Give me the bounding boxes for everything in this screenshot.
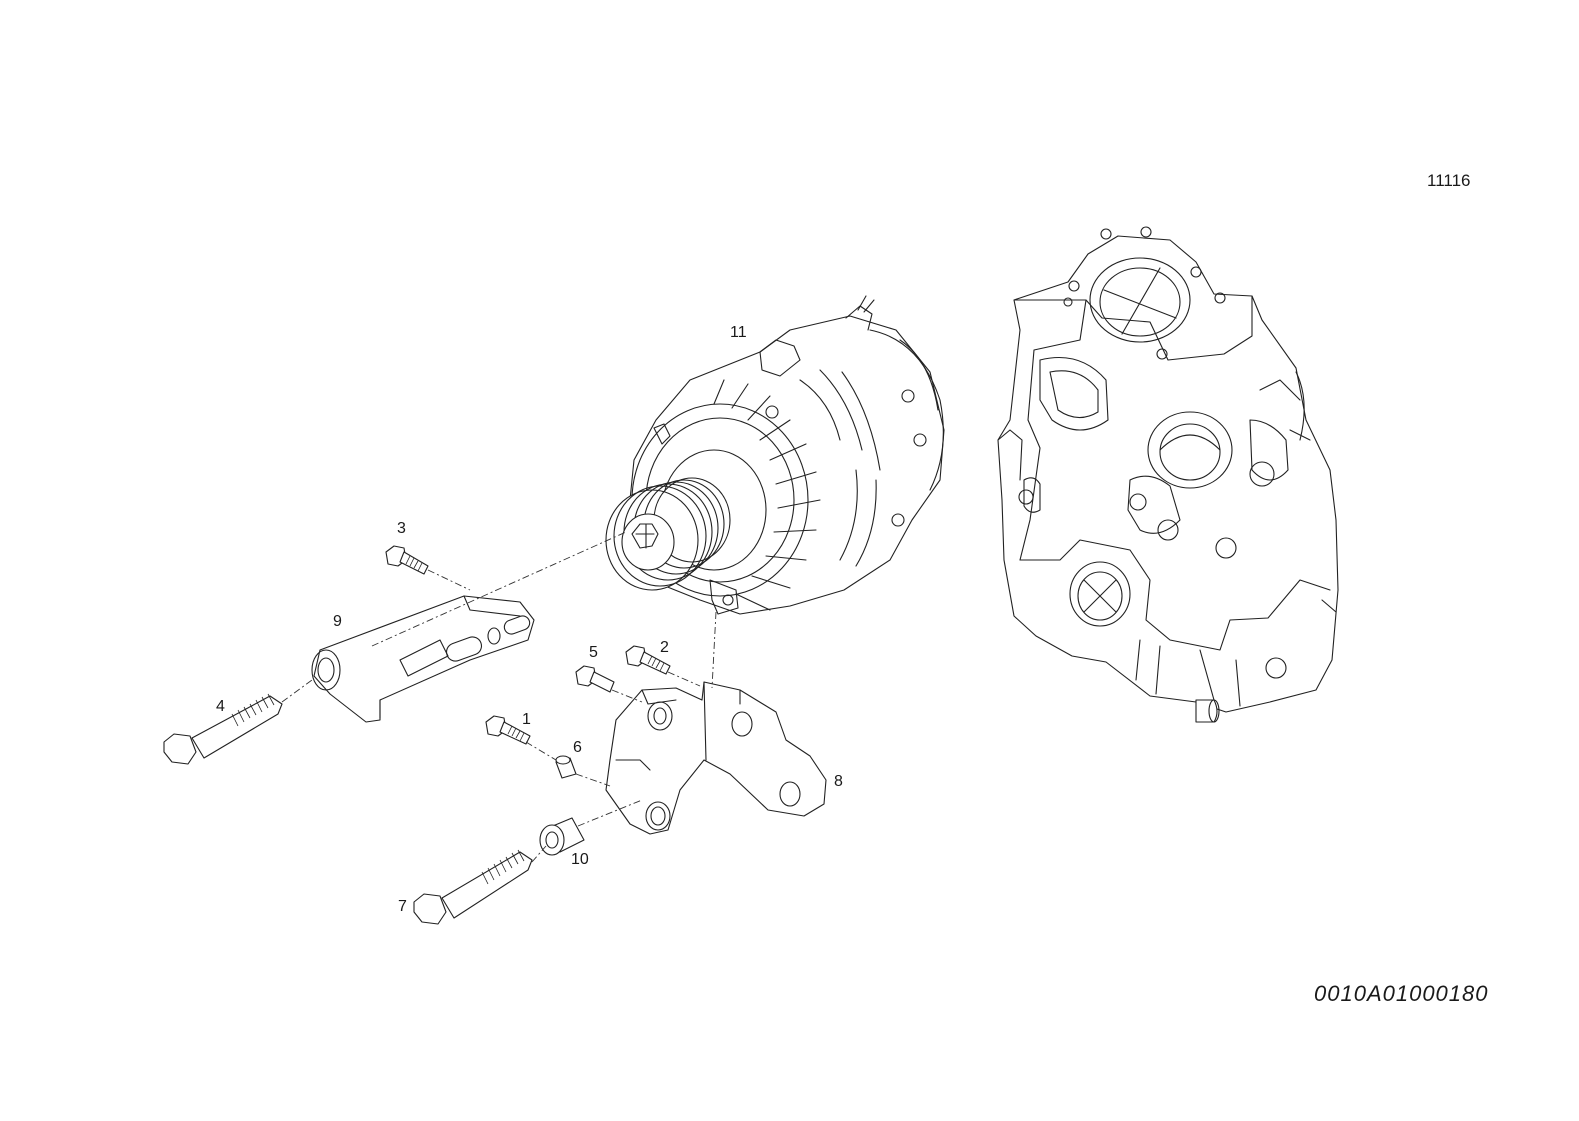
callout-5: 5 <box>589 644 598 661</box>
callout-10: 10 <box>571 851 589 868</box>
callout-8: 8 <box>834 773 843 790</box>
sheet-code: 11116 <box>1427 171 1471 190</box>
callout-6: 6 <box>573 739 582 756</box>
callout-2: 2 <box>660 639 669 656</box>
alternator <box>605 295 945 615</box>
bolt-5 <box>575 665 615 693</box>
adjusting-bracket <box>311 595 535 723</box>
bolt-4 <box>163 693 283 765</box>
engine-block <box>997 226 1339 723</box>
callout-11: 11 <box>730 324 747 341</box>
mounting-bracket <box>605 681 827 835</box>
bolt-2 <box>625 645 671 675</box>
callout-7: 7 <box>398 898 407 915</box>
bushing-10 <box>539 817 585 856</box>
callout-3: 3 <box>397 520 406 537</box>
drawing-id: 0010A01000180 <box>1314 981 1489 1006</box>
assembly-lines <box>281 531 717 863</box>
callout-1: 1 <box>522 711 531 728</box>
callout-9: 9 <box>333 613 342 630</box>
bolt-3 <box>385 545 429 575</box>
collar-6 <box>555 755 577 779</box>
callout-4: 4 <box>216 698 225 715</box>
bolt-7 <box>413 849 533 925</box>
bolt-1 <box>485 715 531 745</box>
